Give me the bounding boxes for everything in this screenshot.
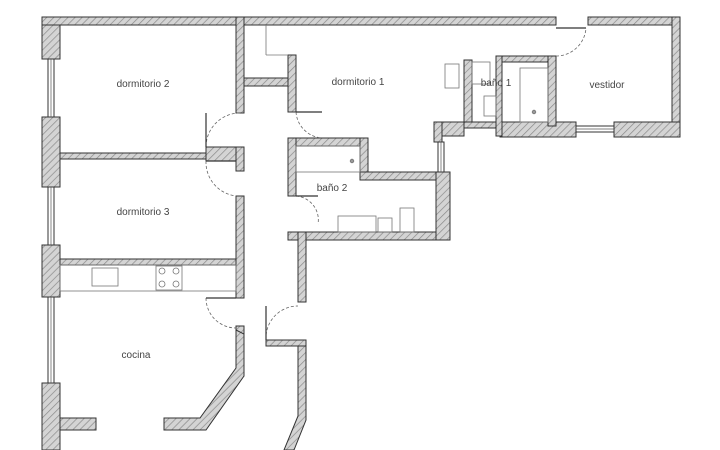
label-bano-1: baño 1 (481, 78, 512, 89)
wall-corridor-post (265, 339, 307, 347)
wall-dorm1-step-post (433, 121, 443, 143)
wall-corridor-left-top (235, 16, 245, 114)
bathtub (295, 145, 361, 173)
wall-bano2-left (287, 137, 297, 197)
wall-bano1-bottom (463, 121, 501, 129)
door-leaves (205, 27, 586, 340)
bathtub-drain (349, 158, 355, 164)
fixtures (59, 25, 549, 292)
hob-burner (158, 267, 166, 275)
outer-wall-top-vestidor (587, 16, 681, 26)
windows (47, 58, 615, 384)
wall-bano2-east (435, 171, 451, 241)
bano2-bidet (377, 217, 393, 233)
label-vestidor: vestidor (589, 80, 625, 91)
outer-wall-bottom-vestidor (613, 121, 681, 138)
wall-bano2-mid (359, 171, 439, 181)
wall-corridor-right (297, 231, 307, 303)
wall-dorm1-post (287, 54, 297, 113)
bano2-toilet (399, 207, 415, 233)
outer-wall-top-right (235, 16, 557, 26)
label-cocina: cocina (122, 350, 151, 361)
label-dormitorio-2: dormitorio 2 (117, 79, 170, 90)
wall-vestidor-bottom-left (499, 121, 577, 138)
kitchen-sink (91, 267, 119, 287)
wall-corridor-diagonal (283, 339, 307, 450)
wall-dorm1-partition (243, 77, 289, 87)
wall-dorm2-dorm3 (59, 152, 207, 160)
room-labels: dormitorio 2 dormitorio 1 baño 1 vestido… (117, 77, 626, 361)
label-dormitorio-1: dormitorio 1 (332, 77, 385, 88)
hob-burner (172, 267, 180, 275)
bano1-shower (519, 67, 549, 123)
kitchen-hob (155, 265, 183, 291)
outer-wall-left-mid1 (41, 116, 61, 188)
wall-corridor-left-low (235, 195, 245, 299)
outer-wall-top-left (41, 16, 237, 26)
door-swings (205, 27, 587, 341)
label-dormitorio-3: dormitorio 3 (117, 207, 170, 218)
wall-bano1-left (463, 59, 473, 129)
wall-cocina-diagonal (163, 329, 245, 431)
wall-bano1-vest-sep (547, 55, 557, 127)
wall-cocina-bottom-left (59, 417, 97, 431)
kitchen-counter (59, 264, 237, 292)
hob-burner (172, 280, 180, 288)
wall-bano2-bottom (287, 231, 451, 241)
wall-bano2-top (287, 137, 369, 147)
walls (41, 16, 681, 450)
wall-dorm3-cocina (59, 258, 237, 266)
bano2-sink (337, 215, 377, 233)
outer-wall-left-bottom (41, 382, 61, 450)
hob-burner (158, 280, 166, 288)
shower-drain (531, 109, 537, 115)
bano1-bidet (483, 95, 497, 117)
wall-corridor-left-mid (235, 146, 245, 172)
bano1-toilet (471, 61, 491, 85)
label-bano-2: baño 2 (317, 183, 348, 194)
wall-bano1-inner (495, 55, 503, 137)
outer-wall-left-mid2 (41, 244, 61, 298)
outer-wall-right (671, 16, 681, 138)
bano1-sink (444, 63, 460, 89)
